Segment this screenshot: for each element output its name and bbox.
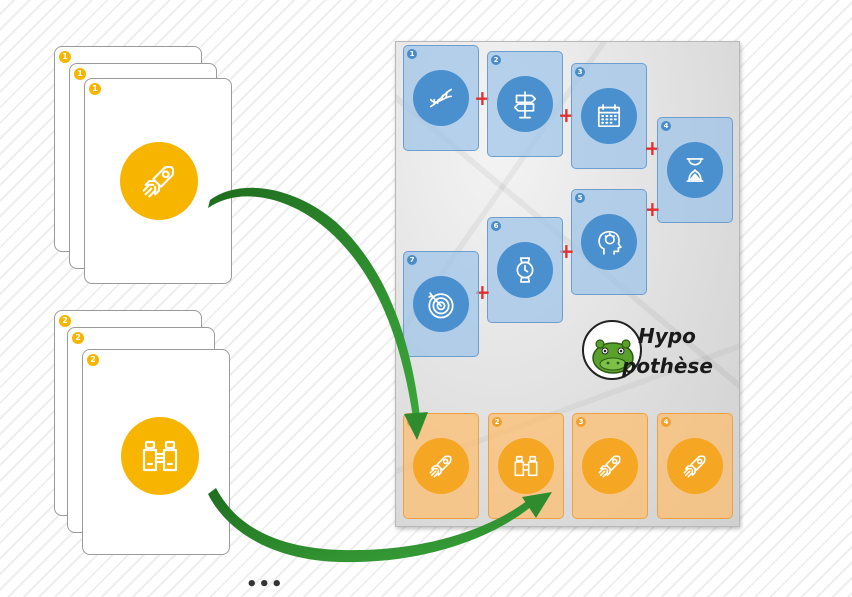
board-blue-card-7[interactable]: 7 [403,251,479,357]
board-orange-card-4[interactable]: 4 [657,413,733,519]
card-number-badge: 1 [407,417,417,427]
plus-sign: + [558,103,575,127]
board-blue-card-3[interactable]: 3 [571,63,647,169]
card-number-badge: 2 [72,332,84,344]
binoculars-icon [498,438,554,494]
watch-icon [497,242,553,298]
dna-icon [413,70,469,126]
plus-sign: + [644,197,661,221]
card-number-badge: 3 [575,67,585,77]
rocket-icon [667,438,723,494]
hypopothese-logo: Hypo pothèse [580,318,720,388]
more-ellipsis: ••• [246,574,284,595]
target-icon [413,276,469,332]
card-number-badge: 1 [74,68,86,80]
hippo-icon [592,339,634,374]
card-number-badge: 7 [407,255,417,265]
board-blue-card-2[interactable]: 2 [487,51,563,157]
board-blue-card-5[interactable]: 5 [571,189,647,295]
brain-head-icon [581,214,637,270]
deck-2-card-front[interactable]: 2 [82,349,230,555]
card-number-badge: 4 [661,417,671,427]
card-number-badge: 2 [492,417,502,427]
board-blue-card-6[interactable]: 6 [487,217,563,323]
board-blue-card-1[interactable]: 1 [403,45,479,151]
calendar-icon [581,88,637,144]
card-number-badge: 1 [407,49,417,59]
card-number-badge: 3 [576,417,586,427]
logo-text-line1: Hypo [638,324,696,348]
card-number-badge: 6 [491,221,501,231]
card-number-badge: 4 [661,121,671,131]
plus-sign: + [644,136,661,160]
card-number-badge: 2 [59,315,71,327]
card-number-badge: 1 [89,83,101,95]
card-number-badge: 5 [575,193,585,203]
board-orange-card-2[interactable]: 2 [488,413,564,519]
board-blue-card-4[interactable]: 4 [657,117,733,223]
logo-text-line2: pothèse [622,354,713,378]
binoculars-icon [121,417,199,495]
hourglass-icon [667,142,723,198]
plus-sign: + [474,86,491,110]
signpost-icon [497,76,553,132]
rocket-icon [413,438,469,494]
card-number-badge: 1 [59,51,71,63]
deck-1-card-front[interactable]: 1 [84,78,232,284]
rocket-icon [120,142,198,220]
board-orange-card-3[interactable]: 3 [572,413,648,519]
rocket-icon [582,438,638,494]
board-orange-card-1[interactable]: 1 [403,413,479,519]
card-number-badge: 2 [87,354,99,366]
card-number-badge: 2 [491,55,501,65]
